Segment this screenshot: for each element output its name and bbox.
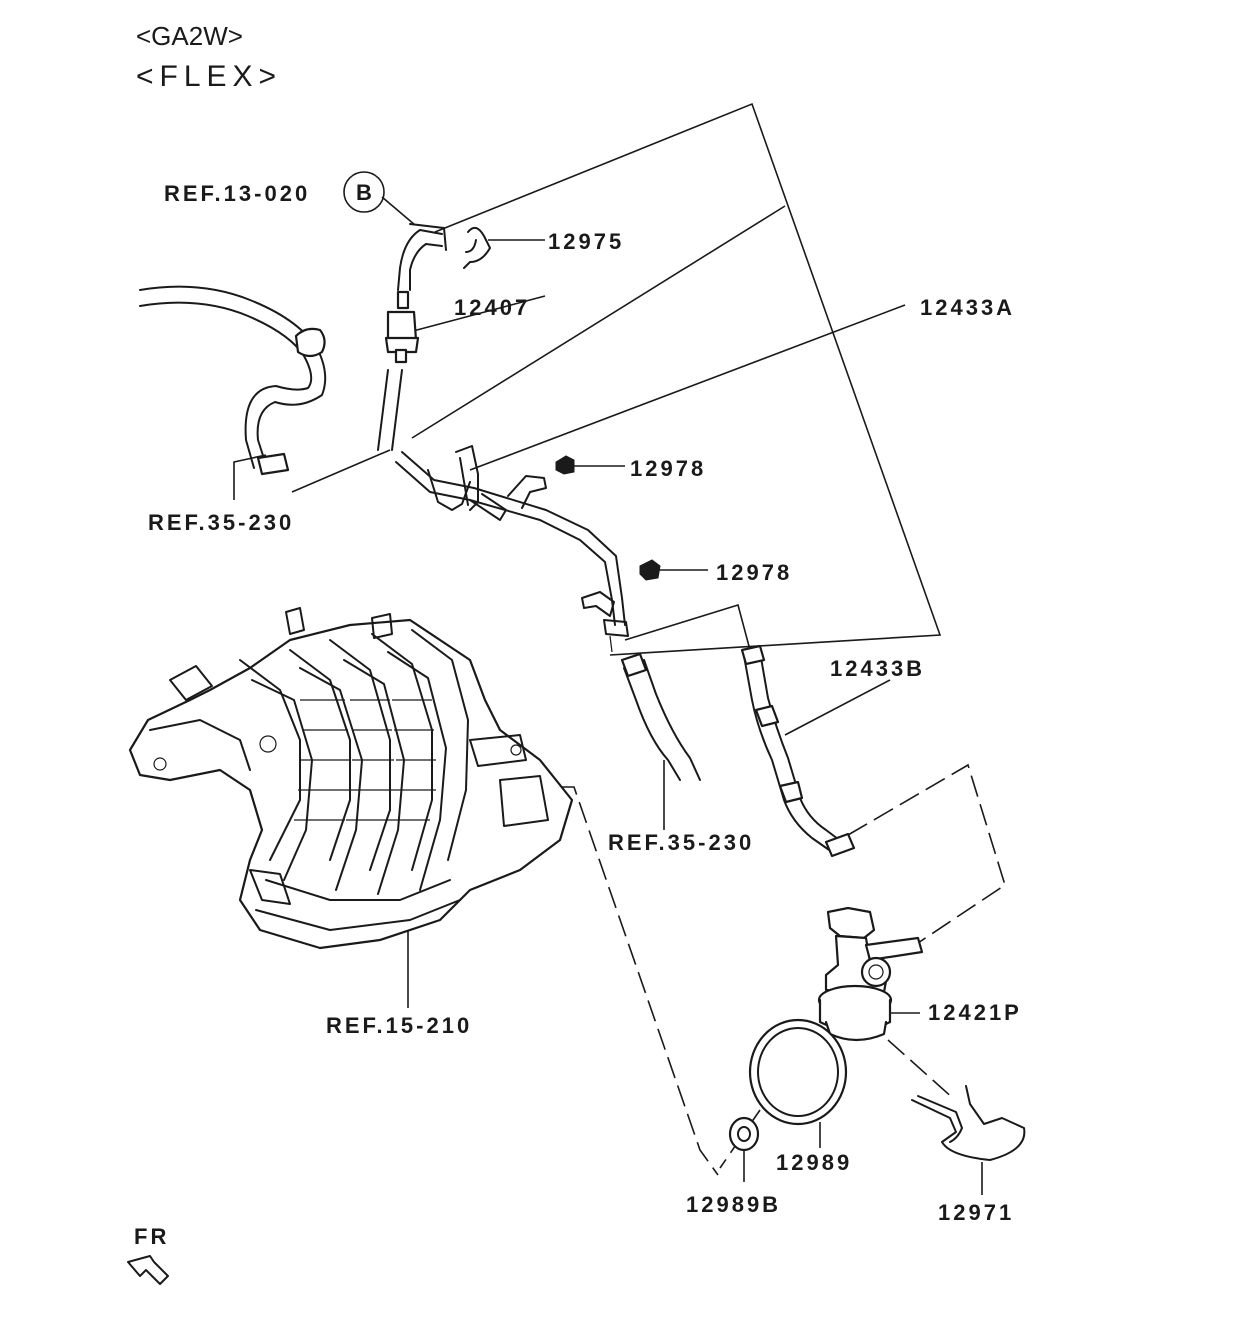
variant-code: <FLEX> [136, 60, 282, 93]
label-ref-15-210[interactable]: REF.15-210 [326, 1013, 472, 1038]
label-circle-b: B [356, 180, 372, 205]
label-12433b[interactable]: 12433B [830, 656, 925, 681]
lower-hose-ref-35-230 [620, 652, 701, 781]
o-ring-12989 [748, 1018, 848, 1126]
leader-lines [233, 102, 983, 1195]
label-12989b[interactable]: 12989B [686, 1192, 781, 1217]
fuel-filter-12407 [384, 290, 420, 364]
label-12978-top[interactable]: 12978 [630, 456, 706, 481]
retainer-clip-12971 [911, 1085, 1026, 1161]
reference-circle-b [343, 171, 385, 213]
label-ref-35-230-right[interactable]: REF.35-230 [608, 830, 754, 855]
filter-outlet-hose [377, 369, 403, 451]
intake-manifold [128, 607, 574, 950]
pipe-clip-12978-top [555, 455, 575, 475]
front-direction-arrow [127, 1255, 169, 1285]
label-12407[interactable]: 12407 [454, 295, 530, 320]
label-12971[interactable]: 12971 [938, 1200, 1014, 1225]
pipe-clip-12978-bottom [639, 559, 661, 581]
model-code: <GA2W> [136, 21, 243, 51]
washer-12989b [728, 1116, 760, 1152]
label-12421p[interactable]: 12421P [928, 1000, 1022, 1025]
hose-clip-12975 [463, 226, 491, 269]
vapor-hose-12433b [740, 644, 856, 858]
left-hose-ref-35-230 [139, 285, 327, 476]
label-12978-bottom[interactable]: 12978 [716, 560, 792, 585]
label-ref-35-230-left[interactable]: REF.35-230 [148, 510, 294, 535]
label-12989[interactable]: 12989 [776, 1150, 852, 1175]
label-ref-13-020[interactable]: REF.13-020 [164, 181, 310, 206]
label-12975[interactable]: 12975 [548, 229, 624, 254]
upper-hose [397, 223, 447, 291]
label-fr: FR [134, 1224, 169, 1249]
fuel-pipe-12433a [395, 445, 629, 653]
label-12433a[interactable]: 12433A [920, 295, 1015, 320]
fuel-injector-12421p [817, 906, 924, 1042]
